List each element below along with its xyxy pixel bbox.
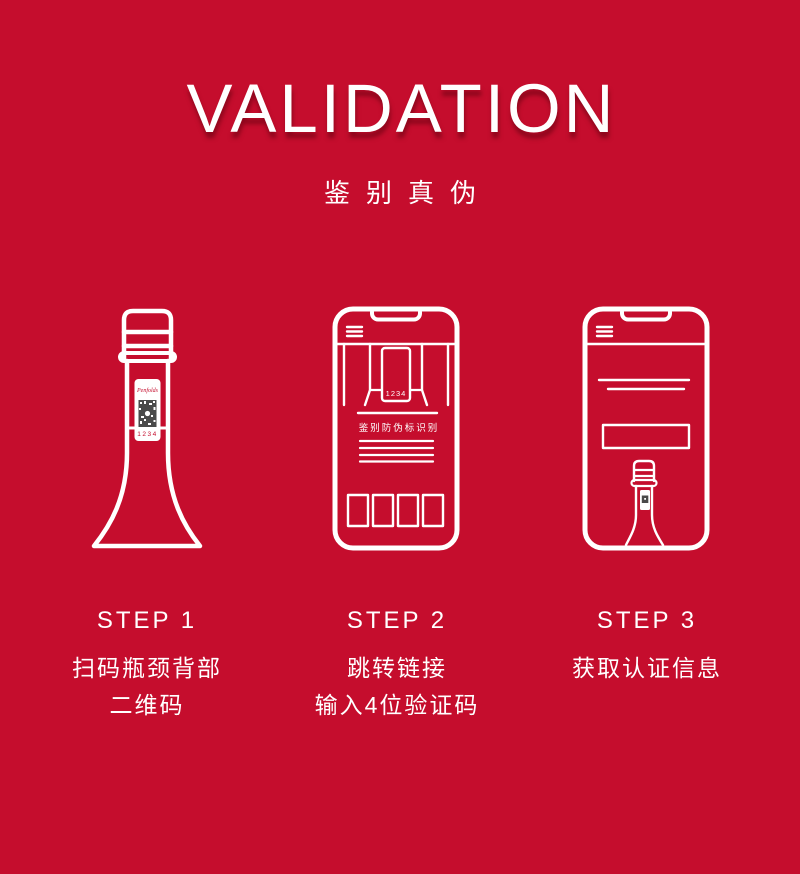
step-3-desc-line-1: 获取认证信息 [572, 655, 722, 681]
phone-body-outline [582, 306, 710, 551]
phone-body-outline [332, 306, 460, 551]
qr-code-icon [138, 400, 157, 427]
screen-bottle-closeup: 1234 [342, 342, 450, 415]
steps-row: Penfolds [22, 306, 772, 724]
step-1-desc-line-1: 扫码瓶颈背部 [72, 655, 222, 681]
phone-result-illustration [522, 306, 772, 551]
validation-page: VALIDATION 鉴别真伪 [0, 74, 800, 874]
phone-notch [370, 310, 422, 322]
hamburger-menu-icon [345, 325, 364, 338]
page-subtitle: 鉴别真伪 [323, 178, 492, 208]
bottle-body-outline [91, 358, 203, 549]
screen-caption-text: 鉴别防伪标识别 [359, 422, 440, 434]
code-input-boxes [346, 493, 445, 528]
step-2-desc-line-1: 跳转链接 [346, 655, 447, 681]
step-2-label: STEP 2 [346, 607, 448, 634]
phone-enter-code-icon: 1234 鉴别防伪标识别 [332, 306, 460, 551]
mini-bottle-icon [624, 459, 665, 547]
step-1-column: Penfolds [22, 306, 272, 724]
bottle-cap-icon [118, 308, 177, 363]
phone-code-entry-illustration: 1234 鉴别防伪标识别 [272, 306, 522, 551]
step-2-description: 跳转链接 输入4位验证码 [315, 650, 480, 724]
step-1-description: 扫码瓶颈背部 二维码 [72, 650, 222, 724]
screen-code-text: 1234 [386, 389, 407, 398]
step-2-desc-line-2: 输入4位验证码 [314, 692, 480, 718]
step-1-desc-line-2: 二维码 [109, 692, 185, 718]
bottle-code-text: 1234 [137, 431, 157, 438]
step-3-label: STEP 3 [596, 607, 698, 634]
step-2-column: 1234 鉴别防伪标识别 STEP 2 [272, 306, 522, 724]
step-3-description: 获取认证信息 [572, 650, 722, 687]
phone-result-bottle-icon [582, 306, 710, 551]
result-text-lines [597, 378, 691, 391]
bottle-brand-script: Penfolds [136, 387, 159, 394]
screen-text-lines [358, 439, 435, 463]
phone-notch [620, 310, 672, 322]
step-1-label: STEP 1 [96, 607, 198, 634]
bottle-label: Penfolds [134, 379, 161, 441]
bottle-neck-qr-icon: Penfolds [91, 308, 203, 549]
result-info-box [601, 423, 691, 450]
step-3-column: STEP 3 获取认证信息 [522, 306, 772, 724]
bottle-neck-illustration: Penfolds [22, 306, 272, 551]
hamburger-menu-icon [595, 325, 614, 338]
page-title: VALIDATION [186, 70, 617, 147]
